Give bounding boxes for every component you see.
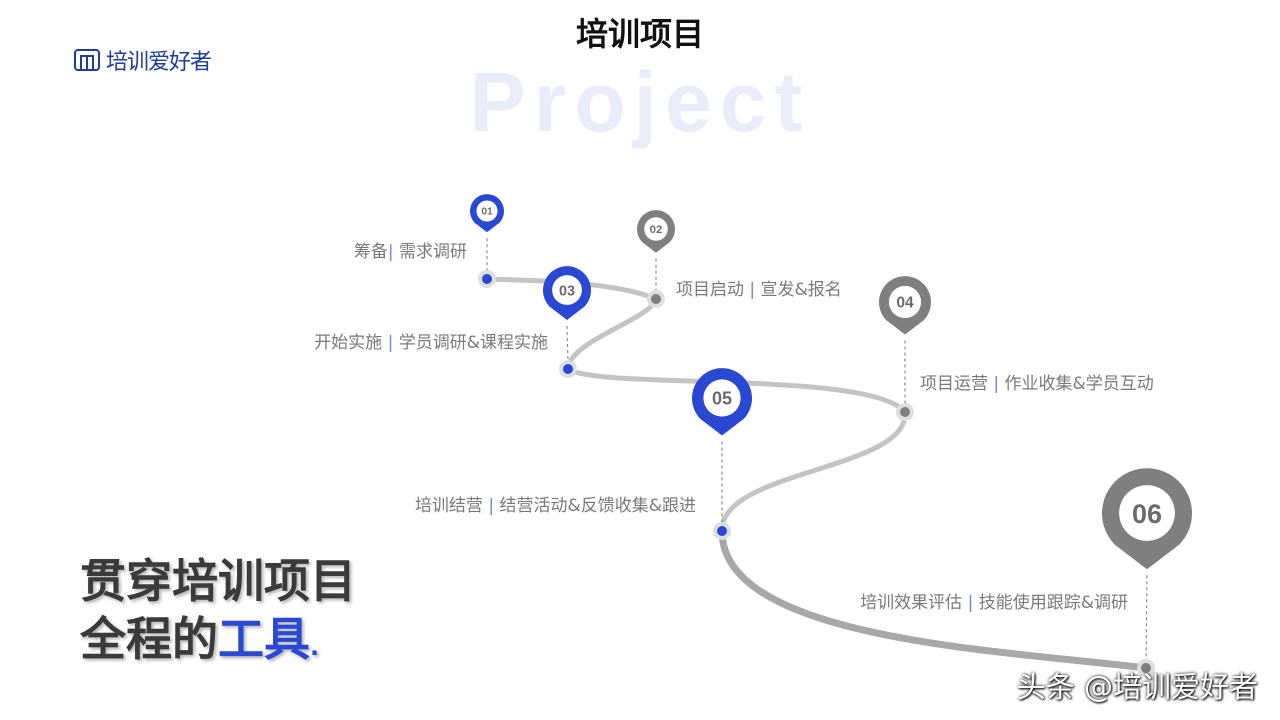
pin-inner <box>552 275 582 305</box>
connector-line <box>566 325 569 362</box>
logo-text: 培训爱好者 <box>106 50 212 75</box>
step-label: 项目启动 | 宣发&报名 <box>676 279 842 301</box>
step-number: 02 <box>650 224 663 236</box>
step-separator: | <box>988 374 1005 394</box>
slogan-accent: 工具 <box>218 612 310 666</box>
step-number: 05 <box>712 389 732 409</box>
step-stage: 项目启动 <box>676 280 744 300</box>
pin-inner <box>703 379 741 417</box>
step-label: 筹备| 需求调研 <box>354 241 467 263</box>
pin-inner <box>476 200 498 222</box>
step-number: 04 <box>896 295 914 312</box>
connector-line <box>1145 575 1148 661</box>
step-stage: 培训效果评估 <box>860 593 963 613</box>
step-number: 01 <box>481 207 493 218</box>
stop-dot <box>717 526 727 536</box>
stop-dot <box>1141 663 1151 673</box>
step-stage: 培训结营 <box>414 496 483 516</box>
step-detail: 作业收集&学员互动 <box>1004 374 1154 394</box>
step-detail: 技能使用跟踪&调研 <box>978 593 1128 613</box>
step-detail: 宣发&报名 <box>760 280 842 300</box>
step-stage: 筹备 <box>353 242 388 262</box>
slogan-suffix: . <box>310 633 320 661</box>
background-word: Project <box>469 55 811 149</box>
step-stage: 开始实施 <box>314 333 383 353</box>
slogan-line1: 贯穿培训项目 <box>80 554 356 608</box>
stop-dot <box>563 364 573 374</box>
step-separator: | <box>387 242 399 262</box>
step-detail: 学员调研&课程实施 <box>398 333 548 353</box>
step-stage: 项目运营 <box>920 374 988 394</box>
stop-dot <box>900 407 910 417</box>
logo: 培训爱好者 <box>74 44 212 76</box>
slogan: 贯穿培训项目 全程的工具. <box>80 552 356 676</box>
stop-dot <box>651 294 661 304</box>
pin-inner <box>888 285 922 319</box>
pin-inner <box>1119 485 1175 541</box>
step-separator: | <box>744 280 761 300</box>
step-detail: 结营活动&反馈收集&跟进 <box>499 496 696 516</box>
logo-icon <box>74 49 100 71</box>
step-label: 培训效果评估 | 技能使用跟踪&调研 <box>860 592 1128 614</box>
step-separator: | <box>962 593 979 613</box>
watermark: 头条 @培训爱好者 <box>1016 670 1258 704</box>
step-number: 06 <box>1132 499 1162 529</box>
step-number: 03 <box>559 283 575 299</box>
slogan-line2: 全程的工具. <box>80 610 356 676</box>
step-label: 培训结营 | 结营活动&反馈收集&跟进 <box>415 495 696 517</box>
pin-inner <box>644 217 668 241</box>
step-label: 项目运营 | 作业收集&学员互动 <box>920 373 1154 395</box>
step-detail: 需求调研 <box>399 242 467 262</box>
road-path-lower <box>718 527 1150 672</box>
page-title: 培训项目 <box>575 15 704 53</box>
slogan-prefix: 全程的 <box>80 612 218 666</box>
step-separator: | <box>382 333 399 353</box>
step-separator: | <box>482 496 500 516</box>
stop-dot <box>482 274 492 284</box>
step-label: 开始实施 | 学员调研&课程实施 <box>314 332 548 354</box>
